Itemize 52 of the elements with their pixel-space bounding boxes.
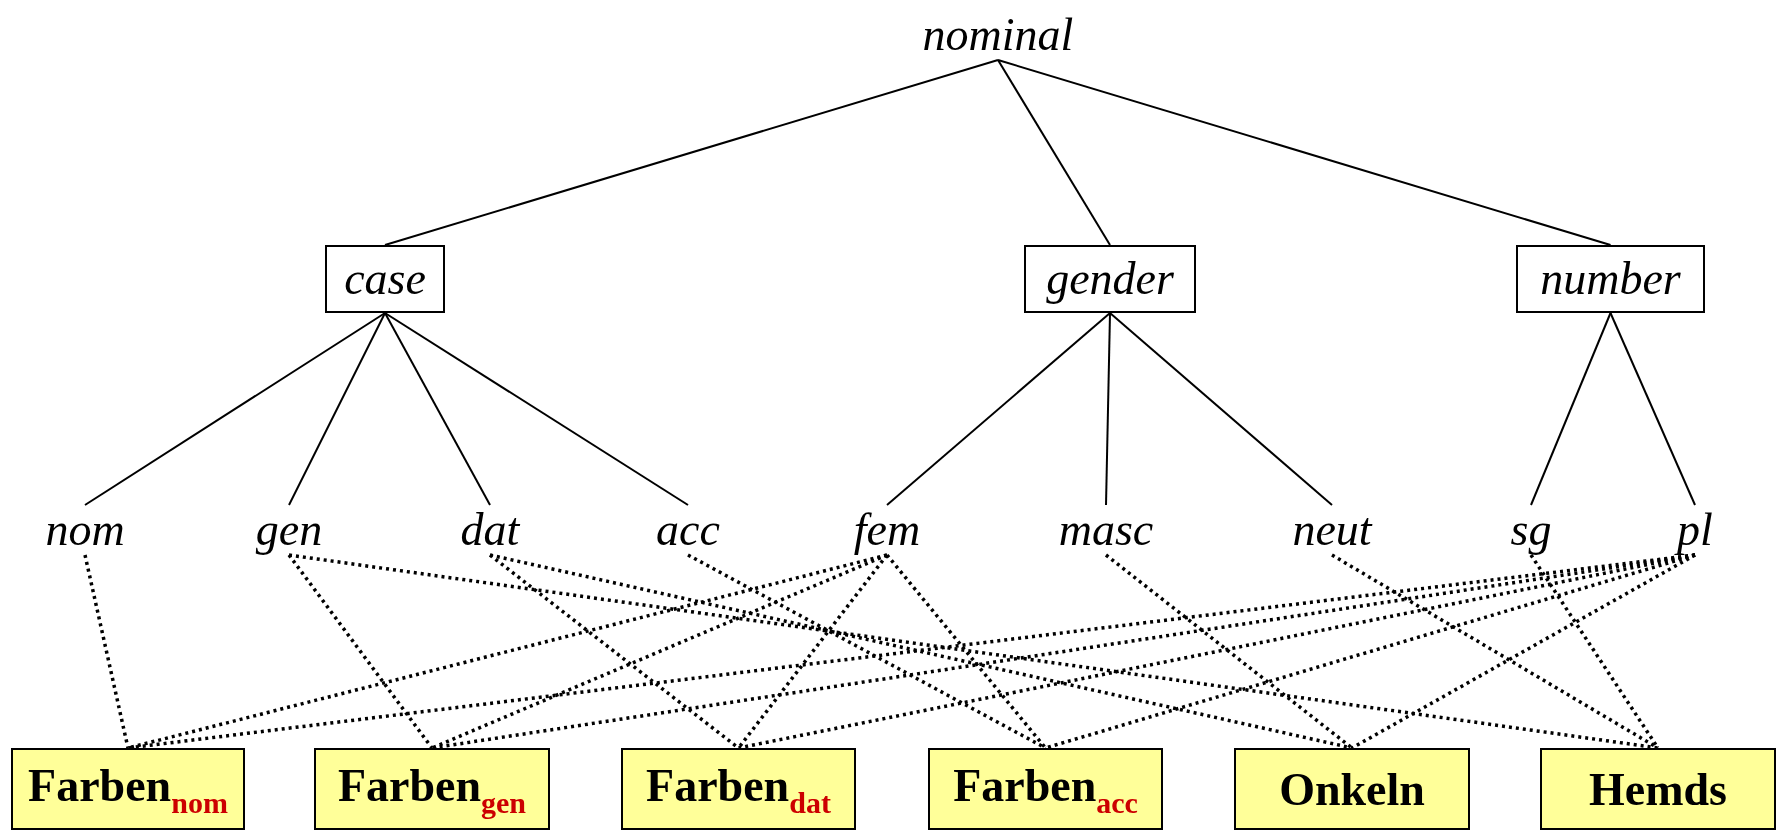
label-text: Hemds	[1589, 762, 1727, 816]
dotted-line	[1104, 553, 1354, 750]
tree-line	[1109, 312, 1333, 506]
word-form-box	[11, 748, 245, 830]
label-text: Farben$_{acc}$	[953, 758, 1138, 820]
label-text: Farben$_{dat}$	[646, 758, 831, 820]
tree-line	[886, 312, 1111, 506]
term-label: neut	[1288, 505, 1376, 555]
term-label: sg	[1506, 505, 1556, 555]
tree-line	[288, 312, 386, 506]
word-form-box	[1540, 748, 1776, 830]
label-text: Farben$_{nom}$	[28, 758, 228, 820]
category-box	[1024, 245, 1196, 313]
term-label: dat	[456, 505, 524, 555]
tree-line	[997, 59, 1612, 246]
word-form-box	[928, 748, 1163, 830]
tree-line	[384, 312, 491, 506]
dotted-line	[1351, 553, 1696, 750]
term-label: masc	[1054, 505, 1158, 555]
dotted-line	[885, 553, 1047, 750]
dotted-line	[287, 553, 434, 750]
tree-line	[384, 59, 999, 246]
dotted-line	[737, 553, 889, 750]
dotted-line	[1331, 553, 1659, 750]
word-form-box	[1234, 748, 1470, 830]
dotted-line	[83, 554, 130, 749]
dotted-line	[687, 553, 1047, 750]
term-label: nominal	[918, 10, 1078, 60]
label-text: Onkeln	[1279, 762, 1425, 816]
tree-line	[1609, 312, 1696, 506]
dotted-line	[1045, 553, 1696, 750]
term-label: pl	[1673, 505, 1717, 555]
word-form-box	[314, 748, 550, 830]
term-label: nom	[41, 505, 129, 555]
tree-line	[1105, 312, 1111, 506]
dotted-line	[431, 553, 888, 750]
term-label: fem	[849, 505, 925, 555]
term-label: gen	[251, 505, 327, 555]
tree-line	[997, 59, 1111, 246]
dotted-line	[488, 553, 740, 750]
tree-line	[1530, 312, 1612, 506]
term-label: acc	[652, 505, 724, 555]
category-box	[325, 245, 445, 313]
tree-line	[384, 312, 689, 506]
category-box	[1516, 245, 1705, 313]
word-form-box	[621, 748, 856, 830]
tree-line	[84, 312, 386, 506]
dotted-line	[489, 553, 1353, 750]
label-text: Farben$_{gen}$	[337, 758, 527, 820]
label-text: gender	[1046, 256, 1174, 302]
label-text: number	[1540, 256, 1681, 302]
label-text: case	[344, 256, 426, 302]
